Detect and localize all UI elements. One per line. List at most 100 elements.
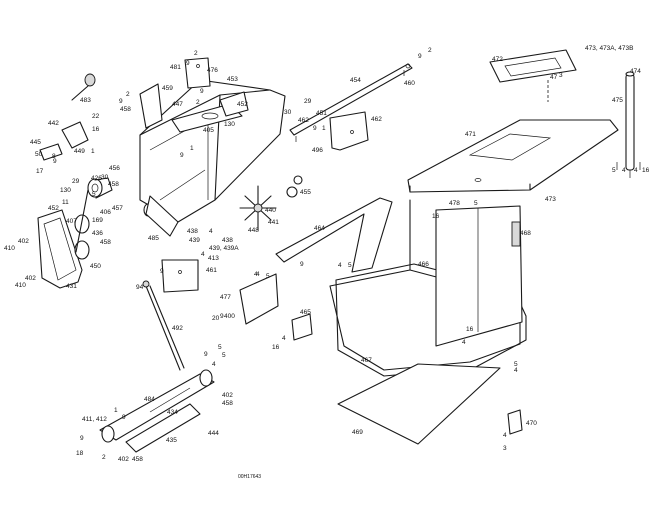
callout-c4j: 4 [503,432,507,439]
callout-c454: 454 [350,77,361,84]
callout-c4c: 4 [338,262,342,269]
callout-c9h: 9 [300,261,304,268]
part-464-frame [275,197,393,273]
callout-c442: 442 [48,120,59,127]
callout-c9c: 9 [119,98,123,105]
callout-c410a: 410 [4,245,15,252]
callout-c2c: 2 [126,91,130,98]
callout-c462: 462 [371,116,382,123]
callout-c22: 22 [92,113,100,120]
callout-c473a: 473, 473A, 473B [585,45,633,52]
callout-c30b: 30 [101,174,109,181]
callout-c458a: 458 [120,106,131,113]
drawing-code: 00H17643 [238,474,261,480]
callout-c466: 466 [418,261,429,268]
callout-c16c: 16 [272,344,280,351]
callout-c5b: 5 [474,200,478,207]
callout-c402b: 402 [25,275,36,282]
callout-c9e: 9 [313,125,317,132]
part-426-pulley [87,178,103,198]
callout-c9g: 9 [180,152,184,159]
callout-c9i: 9 [160,268,164,275]
callout-c5g: 5 [222,352,226,359]
part-441-impeller [239,185,277,231]
callout-c472: 472 [492,56,503,63]
callout-c478: 478 [449,200,460,207]
callout-c461: 461 [206,267,217,274]
callout-c462b: 462 [298,117,309,124]
callout-c483: 483 [80,97,91,104]
callout-c5d: 5 [348,262,352,269]
callout-c2b: 2 [194,50,198,57]
callout-c16b: 16 [432,213,440,220]
callout-c5f: 5 [218,344,222,351]
callout-c2e: 2 [102,454,106,461]
callout-c456: 456 [109,165,120,172]
callout-c477: 477 [220,294,231,301]
part-454-rail [289,63,413,142]
callout-c492: 492 [172,325,183,332]
part-468-screen [435,205,523,347]
callout-c4h: 4 [212,361,216,368]
callout-c20: 20 [212,315,220,322]
callout-c4b: 4 [201,251,205,258]
callout-c475: 475 [612,97,623,104]
callout-c8: 8 [52,153,56,160]
callout-c4d: 4 [254,271,258,278]
part-407-pulley [74,214,90,260]
callout-c452: 452 [237,101,248,108]
callout-c455: 455 [300,189,311,196]
callout-c130a: 130 [224,121,235,128]
callout-c448: 448 [248,227,259,234]
callout-c431: 431 [66,283,77,290]
callout-c405: 405 [203,127,214,134]
part-455-washer [286,175,303,198]
callout-c452b: 452 [48,205,59,212]
part-453-housing [139,79,286,223]
callout-c473: 473 [545,196,556,203]
callout-c9b: 9 [186,60,190,67]
part-431-belt-guard [37,209,83,289]
callout-c469: 469 [352,429,363,436]
part-470-bracket [507,409,523,435]
callout-c465: 465 [300,309,311,316]
callout-c447: 447 [172,101,183,108]
callout-c5r: 5 [612,167,616,174]
callout-c459: 459 [162,85,173,92]
callout-c449: 449 [74,148,85,155]
callout-c11: 11 [62,199,69,206]
part-484-axle-assembly [99,369,215,453]
callout-c402d: 402 [118,456,129,463]
part-492-handle-rod [142,280,185,371]
part-442-bracket [39,121,89,161]
part-452-plate [219,91,249,117]
callout-c47: 47 [550,74,558,81]
callout-c29a: 29 [304,98,312,105]
callout-c9j: 9 [220,313,224,320]
callout-c458c: 458 [100,239,111,246]
callout-c17: 17 [36,168,44,175]
callout-c4r: 4 [622,167,626,174]
callout-c406: 406 [100,209,111,216]
callout-c1c: 1 [190,145,194,152]
callout-c4a: 4 [209,228,213,235]
callout-c458b: 458 [108,181,119,188]
part-459-bracket [139,83,163,129]
callout-c438a: 438 [187,228,198,235]
callout-c484: 484 [144,396,155,403]
callout-c458e: 458 [132,456,143,463]
callout-c1a: 1 [322,125,326,132]
callout-c4r2: 4 [634,167,638,174]
callout-c16a: 16 [92,126,100,133]
callout-c1d: 1 [114,407,118,414]
part-472-panel [489,49,577,102]
part-465-pad [291,313,313,341]
callout-c481: 481 [170,64,181,71]
callout-c440: 440 [265,207,276,214]
callout-c450: 450 [90,263,101,270]
callout-c29b: 29 [72,178,80,185]
callout-c435: 435 [166,437,177,444]
part-476-plate [184,57,211,89]
callout-c439b: 439, 439A [209,245,239,252]
